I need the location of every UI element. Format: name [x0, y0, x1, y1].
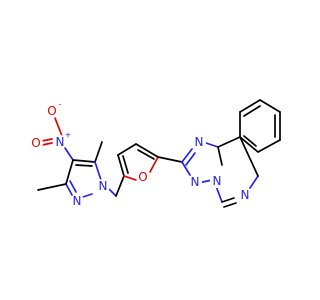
bond-benz-2 [239, 99, 261, 113]
bond-furan-c4-c3 [117, 143, 137, 156]
bond-tri-c2-n1 [181, 161, 191, 176]
bond-c5-n6-double [223, 202, 237, 208]
bond-pyr-c5-methyl [94, 141, 103, 163]
bond-nitro-n-o-left-2 [41, 142, 53, 146]
bond-pyr-c3-c4 [65, 159, 74, 185]
bond-pyr-c4-c5 [72, 159, 96, 163]
bond-pyr-c4-c5-double [75, 164, 93, 167]
bond-c3a-c10b [217, 136, 241, 148]
atom-label-text: N [195, 135, 204, 149]
atom-quinazoline-n: N [238, 188, 252, 202]
bond-pyr-c3-n2-double [69, 180, 77, 193]
bond-furan-o-c5 [123, 175, 137, 181]
bond-furan-c5-c4-double [122, 155, 129, 174]
bond-benz-6-double [243, 135, 257, 147]
bond-furan-c3-c2-double [137, 149, 155, 160]
bond-nitro-n-c4 [64, 147, 74, 161]
bond-benz-5 [257, 139, 281, 153]
atom-label-text: N [56, 135, 65, 149]
bond-benz-3 [259, 99, 281, 113]
bond-tri-n3-c3a [205, 142, 219, 148]
atom-triazole-n-bottom: N [188, 175, 202, 189]
bond-furan-c5-c4 [117, 154, 125, 177]
atom-charge-text: + [65, 131, 72, 140]
bond-nitro-n-o-top [54, 117, 63, 137]
atom-label-text: N [213, 174, 222, 188]
bond-bridge-c5 [215, 185, 223, 203]
bond-pyr-c5-n1 [94, 161, 102, 181]
bond-nitro-n-o-left [41, 138, 53, 142]
bond-ch2-furan [115, 175, 125, 197]
bond-furan-c2-o [149, 156, 159, 173]
atom-label-text: N [241, 188, 250, 202]
molecule-structure: O - O N + N N O N N [29, 99, 281, 208]
atom-nitro-n: N + [53, 131, 72, 149]
bond-furan-triazole [157, 156, 183, 163]
atom-nitro-o-top: O - [45, 100, 62, 118]
atom-label-text: O [47, 104, 56, 118]
atom-pyrazole-n2: N [70, 194, 84, 208]
atom-label-text: N [73, 194, 82, 208]
bond-benz-6 [239, 136, 259, 153]
atom-triazole-n-top: N [192, 135, 206, 149]
bond-tri-c2-n3 [181, 148, 193, 163]
atom-nitro-o-left: O [29, 136, 43, 150]
atom-pyrazole-n1: N [96, 179, 110, 193]
atom-label-text: N [191, 175, 200, 189]
bond-tri-c3a-quin [217, 146, 223, 166]
bond-layer [37, 99, 281, 208]
bond-pyr-c3-n2 [65, 183, 73, 196]
bond-tri-c2-n3-double [185, 152, 196, 166]
bond-pyr-c3-methyl [37, 183, 67, 191]
atom-label-layer: O - O N + N N O N N [29, 100, 252, 208]
atom-furan-o: O [136, 170, 150, 184]
bond-furan-c3-c2 [135, 143, 159, 158]
bond-n6-c6a [249, 175, 259, 189]
bond-benz-2-double [243, 105, 261, 117]
atom-label-text: O [138, 170, 147, 184]
atom-label-text: O [31, 136, 40, 150]
atom-charge-text: - [59, 100, 62, 109]
bond-c10b-c6a [239, 136, 259, 177]
bond-c5-n6 [221, 197, 235, 203]
atom-triazole-n-bridge: N [210, 174, 224, 188]
atom-label-text: N [99, 179, 108, 193]
